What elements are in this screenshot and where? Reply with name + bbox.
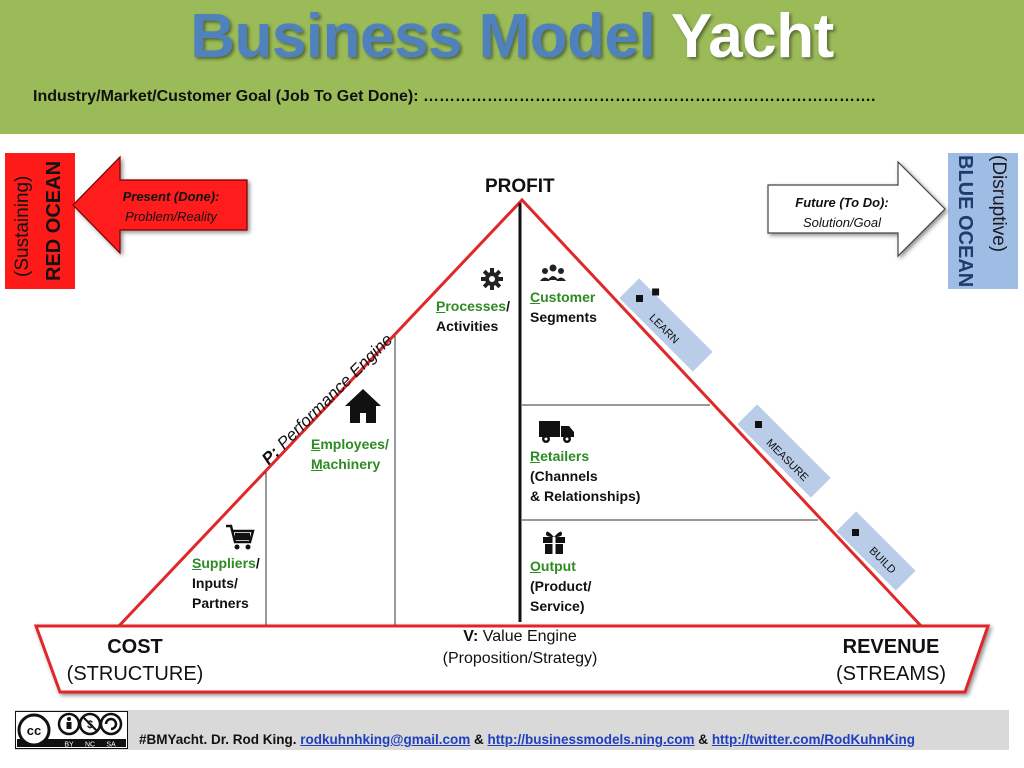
svg-text:SA: SA [106, 742, 116, 749]
retailers-block: Retailers (Channels & Relationships) [530, 448, 641, 504]
processes-block: Processes/ Activities [436, 298, 510, 334]
goal-line: Industry/Market/Customer Goal (Job To Ge… [33, 88, 876, 105]
revenue-block: REVENUE (STREAMS) [826, 636, 956, 686]
employees-block: Employees/ Machinery [311, 436, 389, 472]
gear-icon [481, 268, 503, 290]
profit-label: PROFIT [485, 176, 555, 197]
future-arrow [767, 160, 946, 258]
value-engine-block: V: Value Engine (Proposition/Strategy) [442, 628, 598, 667]
svg-text:cc: cc [27, 723, 41, 738]
cost-block: COST (STRUCTURE) [66, 636, 204, 686]
svg-text:NC: NC [85, 742, 95, 749]
header-banner [0, 0, 1024, 134]
customer-block: Customer Segments [530, 289, 597, 325]
cart-icon [226, 524, 255, 550]
footer-ning-link[interactable]: http://businessmodels.ning.com [487, 732, 695, 747]
suppliers-block: Suppliers/ Inputs/ Partners [192, 555, 260, 611]
square-bullet-icon [755, 421, 762, 428]
footer-credits: #BMYacht. Dr. Rod King. rodkuhnhking@gma… [139, 732, 916, 747]
future-label: Future (To Do): Solution/Goal [795, 195, 889, 230]
blue-ocean-panel: (Disruptive) BLUE OCEAN [948, 153, 1018, 289]
square-bullet-icon [636, 295, 643, 302]
footer-twitter-link[interactable]: http://twitter.com/RodKuhnKing [711, 732, 916, 747]
svg-text:BY: BY [64, 742, 74, 749]
truck-icon [539, 421, 574, 443]
present-label: Present (Done): Problem/Reality [122, 189, 220, 224]
cost-label: COST [107, 636, 163, 658]
red-ocean-panel: (Sustaining) RED OCEAN [5, 153, 75, 289]
footer-bar [15, 710, 1009, 750]
people-icon [540, 264, 566, 281]
yacht-hull [33, 624, 991, 694]
present-arrow [72, 155, 248, 255]
creative-commons-badge: cc $ BY NC SA [15, 711, 128, 749]
house-icon [345, 389, 381, 423]
title-business-model: Business Model [190, 2, 656, 71]
revenue-label: REVENUE [842, 636, 940, 658]
output-block: Output (Product/ Service) [530, 558, 592, 614]
footer-prefix: #BMYacht. Dr. Rod King. [139, 732, 297, 747]
footer-email-link[interactable]: rodkuhnhking@gmail.com [300, 732, 471, 747]
cost-structure-label: (STRUCTURE) [66, 663, 204, 685]
page-title: Business Model Yacht [0, 2, 1024, 72]
revenue-streams-label: (STREAMS) [836, 663, 946, 685]
title-yacht: Yacht [670, 2, 834, 71]
square-bullet-icon [852, 529, 859, 536]
gift-icon [543, 531, 565, 554]
